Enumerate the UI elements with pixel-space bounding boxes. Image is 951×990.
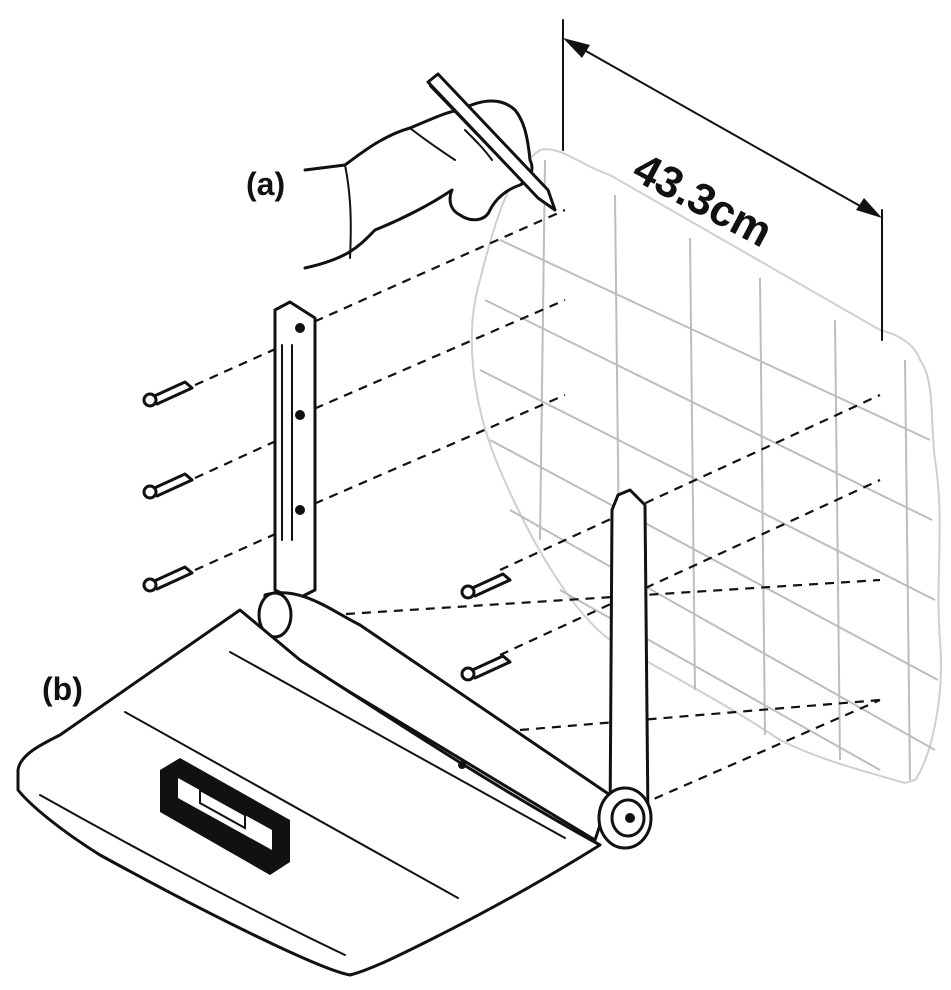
hand-with-pencil-icon [303,72,557,270]
label-a: (a) [246,166,285,202]
alignment-lines [194,208,881,807]
label-b: (b) [42,671,83,707]
tiled-wall [470,148,942,785]
spirit-level-icon [160,758,290,875]
wall-mount-bracket [16,300,653,977]
screw-icon [142,380,512,682]
